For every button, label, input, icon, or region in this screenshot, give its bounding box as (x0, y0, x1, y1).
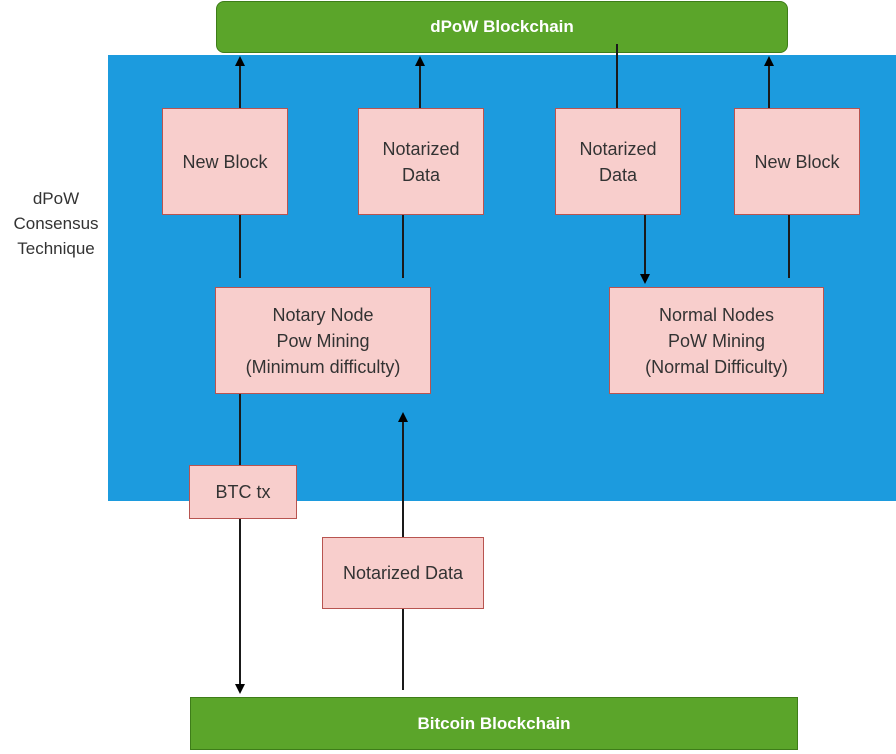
new-block-box-right: New Block (734, 108, 860, 215)
normal-nodes-box: Normal Nodes PoW Mining (Normal Difficul… (609, 287, 824, 394)
notary-node-box: Notary Node Pow Mining (Minimum difficul… (215, 287, 431, 394)
box-label-line: Data (401, 164, 440, 185)
consensus-technique-label: dPoW Consensus Technique (0, 186, 112, 261)
box-label-line: Notarized Data (342, 563, 464, 583)
box-label-line: (Minimum difficulty) (245, 356, 401, 377)
box-label-line: PoW Mining (667, 330, 766, 351)
notarized-data-box-left: Notarized Data (358, 108, 484, 215)
box-label-line: Normal Nodes (658, 304, 775, 325)
box-label-line: Notary Node (272, 304, 374, 325)
box-label-line: Pow Mining (276, 330, 370, 351)
side-label-line: dPoW (32, 189, 80, 208)
bitcoin-blockchain-label: Bitcoin Blockchain (417, 713, 571, 733)
bitcoin-blockchain: Bitcoin Blockchain (190, 697, 798, 750)
box-label-line: Data (598, 164, 637, 185)
box-label-line: Notarized (382, 138, 460, 159)
box-label-line: New Block (182, 151, 268, 172)
box-label-line: Notarized (579, 138, 657, 159)
box-label-line: BTC tx (215, 482, 271, 502)
box-label-line: (Normal Difficulty) (645, 356, 788, 377)
notarized-data-box-bottom: Notarized Data (322, 537, 484, 609)
dpow-blockchain: dPoW Blockchain (216, 1, 788, 53)
new-block-box-left: New Block (162, 108, 288, 215)
box-label-line: New Block (754, 151, 840, 172)
btc-tx-box: BTC tx (189, 465, 297, 519)
dpow-blockchain-label: dPoW Blockchain (430, 17, 574, 36)
notarized-data-box-right: Notarized Data (555, 108, 681, 215)
side-label-line: Technique (17, 239, 95, 258)
side-label-line: Consensus (13, 214, 99, 233)
